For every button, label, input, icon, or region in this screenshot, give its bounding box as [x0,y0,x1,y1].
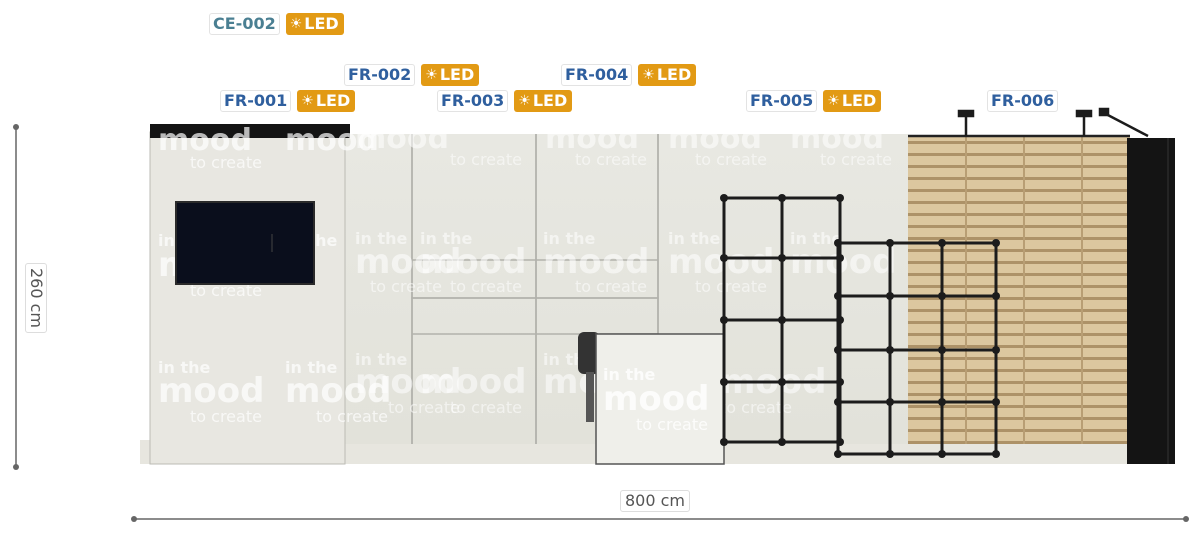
tag-code: FR-006 [987,90,1059,112]
tag-code: CE-002 [209,13,280,35]
svg-text:in the: in the [790,229,842,248]
wall-text-line3: to create [370,277,442,296]
led-badge: ☀LED [514,90,573,112]
svg-text:in the: in the [668,229,720,248]
led-badge: ☀LED [285,13,344,35]
shelf-frame-1 [720,194,844,446]
svg-text:mood: mood [668,121,762,156]
svg-text:mood: mood [603,379,709,419]
sun-icon: ☀ [518,93,531,109]
width-dimension-line [131,516,1189,522]
wall-text-line2: mood [355,242,461,282]
svg-text:to create: to create [695,277,767,296]
svg-text:mood: mood [158,371,264,411]
tag-fr-005[interactable]: FR-005 ☀LED [746,90,882,112]
sun-icon: ☀ [642,67,655,83]
tag-fr-002[interactable]: FR-002 ☀LED [344,64,480,86]
svg-text:to create: to create [636,415,708,434]
svg-text:to create: to create [695,150,767,169]
svg-text:mood: mood [790,121,884,156]
slat-wall [908,136,1130,444]
height-dimension-line [13,124,19,470]
svg-text:in the: in the [285,358,337,377]
tag-code: FR-004 [561,64,633,86]
led-badge: ☀LED [823,90,882,112]
shelf-frame-2 [834,239,1000,458]
tag-code: FR-001 [220,90,292,112]
svg-text:mood: mood [355,362,461,402]
svg-text:mood: mood [420,242,526,282]
led-badge: ☀LED [638,64,697,86]
svg-text:to create: to create [575,277,647,296]
svg-text:mood: mood [285,123,379,158]
svg-text:in the: in the [603,365,655,384]
tower [149,131,346,465]
spot-lights [957,107,1149,138]
svg-text:mood: mood [355,121,449,156]
width-dimension-label: 800 cm [620,490,691,512]
svg-text:mood: mood [543,242,649,282]
svg-text:to create: to create [450,277,522,296]
svg-text:to create: to create [450,398,522,417]
sun-icon: ☀ [827,93,840,109]
svg-text:mood: mood [158,123,252,158]
svg-text:to create: to create [820,150,892,169]
tag-code: FR-005 [746,90,818,112]
wall-text-line1: in the [355,229,407,248]
tag-code: FR-003 [437,90,509,112]
tag-fr-003[interactable]: FR-003 ☀LED [437,90,573,112]
tag-fr-004[interactable]: FR-004 ☀LED [561,64,697,86]
counter-graphic: in the mood to create [603,365,709,434]
tag-ce-002[interactable]: CE-002 ☀LED [209,13,344,35]
end-panel [1127,138,1175,464]
led-badge: ☀LED [421,64,480,86]
svg-text:to create: to create [575,150,647,169]
svg-text:to create: to create [190,407,262,426]
svg-text:to create: to create [190,281,262,300]
sun-icon: ☀ [425,67,438,83]
svg-text:mood: mood [790,242,896,282]
sun-icon: ☀ [289,16,303,32]
led-badge: ☀LED [297,90,356,112]
height-dimension-label: 260 cm [25,262,48,334]
wall-storage-doors [411,259,659,335]
tower-cap [150,124,350,138]
sun-icon: ☀ [301,93,314,109]
svg-text:to create: to create [316,407,388,426]
chair [578,332,600,422]
svg-text:mood: mood [668,242,774,282]
svg-text:to create: to create [450,150,522,169]
tag-fr-001[interactable]: FR-001 ☀LED [220,90,356,112]
tv-screen [175,201,315,285]
svg-text:in the: in the [355,350,407,369]
tag-code: FR-002 [344,64,416,86]
svg-text:to create: to create [388,398,460,417]
svg-text:mood: mood [545,121,639,156]
svg-text:to create: to create [190,153,262,172]
tag-fr-006[interactable]: FR-006 [987,90,1059,112]
svg-text:mood: mood [420,362,526,402]
counter [595,333,725,465]
svg-text:mood: mood [285,371,391,411]
svg-text:in the: in the [543,229,595,248]
svg-text:in the: in the [158,358,210,377]
svg-text:to create: to create [720,398,792,417]
slat-wall-posts [965,136,1083,444]
svg-text:in the: in the [420,229,472,248]
